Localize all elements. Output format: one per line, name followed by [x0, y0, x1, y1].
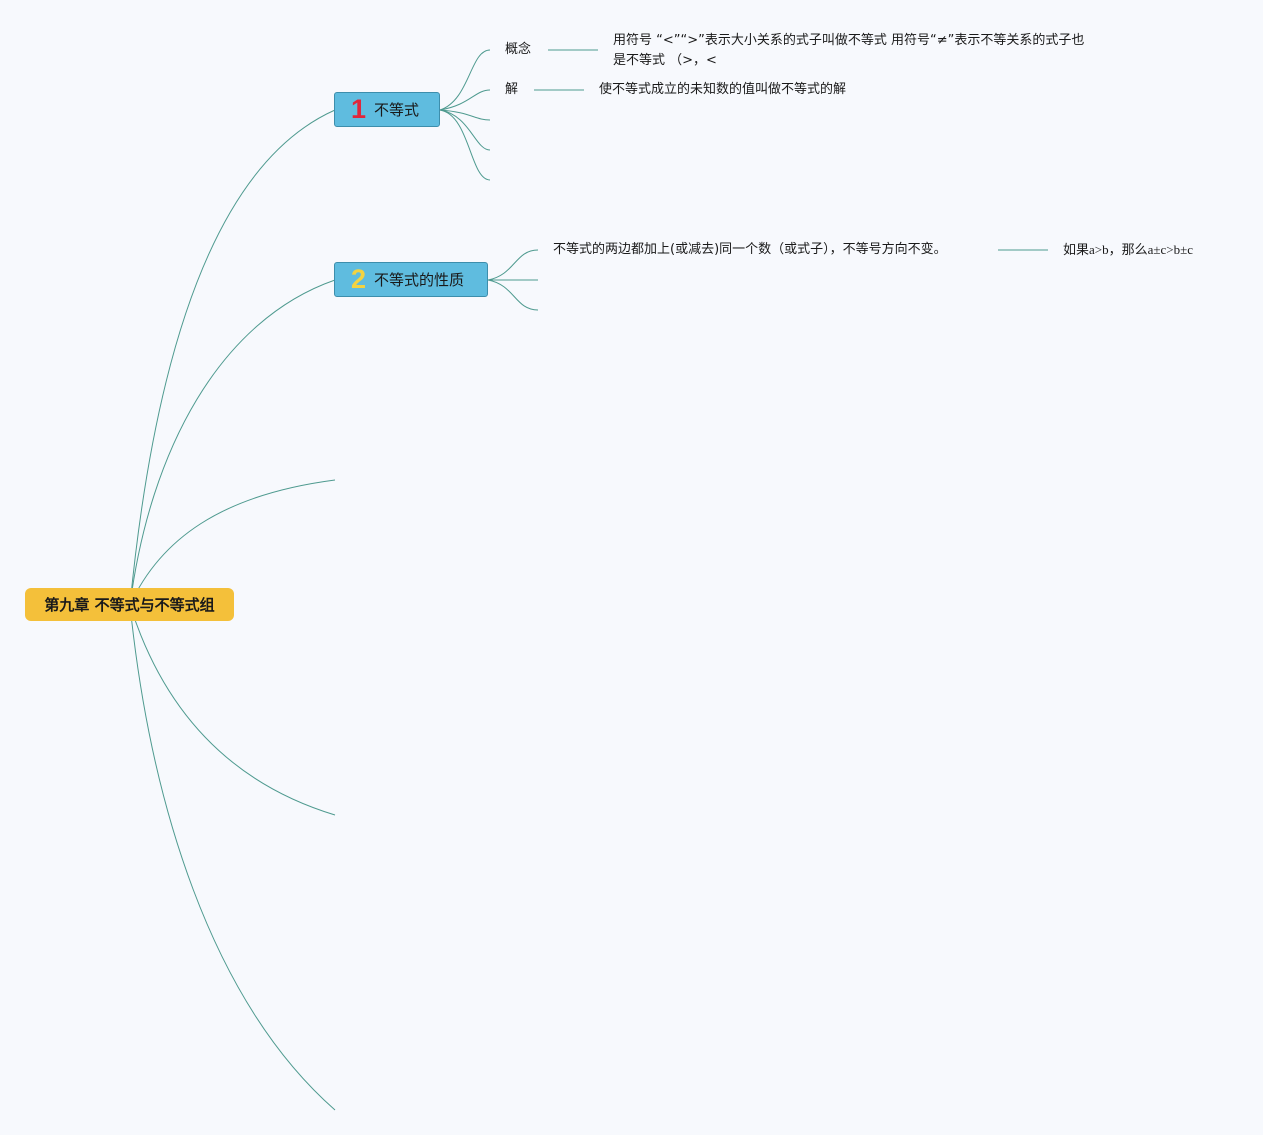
branch-topic-1-to-empty-2: [439, 109, 491, 151]
topic-number-1: 1: [351, 94, 367, 124]
topic-number-2: 2: [351, 264, 367, 294]
branch-root-to-topic-1: [129, 109, 336, 606]
topic-label-inequality: 不等式: [374, 101, 420, 119]
property-rule-example[interactable]: 如果a>b，那么a±c>b±c: [1063, 242, 1194, 257]
solution-definition[interactable]: 使不等式成立的未知数的值叫做不等式的解: [599, 82, 847, 97]
concept-definition-line2[interactable]: 是不等式 （>，<: [613, 53, 717, 68]
topic-node-inequality[interactable]: 1 不等式: [334, 92, 440, 127]
concept-definition-line1[interactable]: 用符号 “<”“>”表示大小关系的式子叫做不等式 用符号“≠”表示不等关系的式子…: [613, 33, 1085, 48]
subtopic-concept[interactable]: 概念: [505, 42, 532, 57]
topic-label-inequality-properties: 不等式的性质: [374, 271, 465, 289]
property-rule-add-subtract[interactable]: 不等式的两边都加上(或减去)同一个数（或式子），不等号方向不变。: [553, 242, 947, 257]
branch-root-to-empty-1: [129, 479, 336, 606]
root-node[interactable]: 第九章 不等式与不等式组: [25, 588, 234, 621]
topic-node-inequality-properties[interactable]: 2 不等式的性质: [334, 262, 488, 297]
branch-root-to-topic-2: [129, 279, 336, 606]
branch-topic-1-to-empty-3: [439, 109, 491, 181]
subtopic-solution[interactable]: 解: [505, 82, 519, 97]
root-label: 第九章 不等式与不等式组: [44, 596, 215, 614]
branch-root-to-empty-2: [129, 604, 336, 816]
branch-topic-2-to-empty-2: [487, 279, 539, 311]
branch-root-to-empty-3: [129, 604, 336, 1111]
branch-topic-1-to-empty-1: [439, 109, 491, 121]
branch-topic-2-to-property: [487, 249, 539, 281]
branch-topic-1-to-solution: [439, 89, 491, 111]
branch-topic-1-to-concept: [439, 49, 491, 111]
